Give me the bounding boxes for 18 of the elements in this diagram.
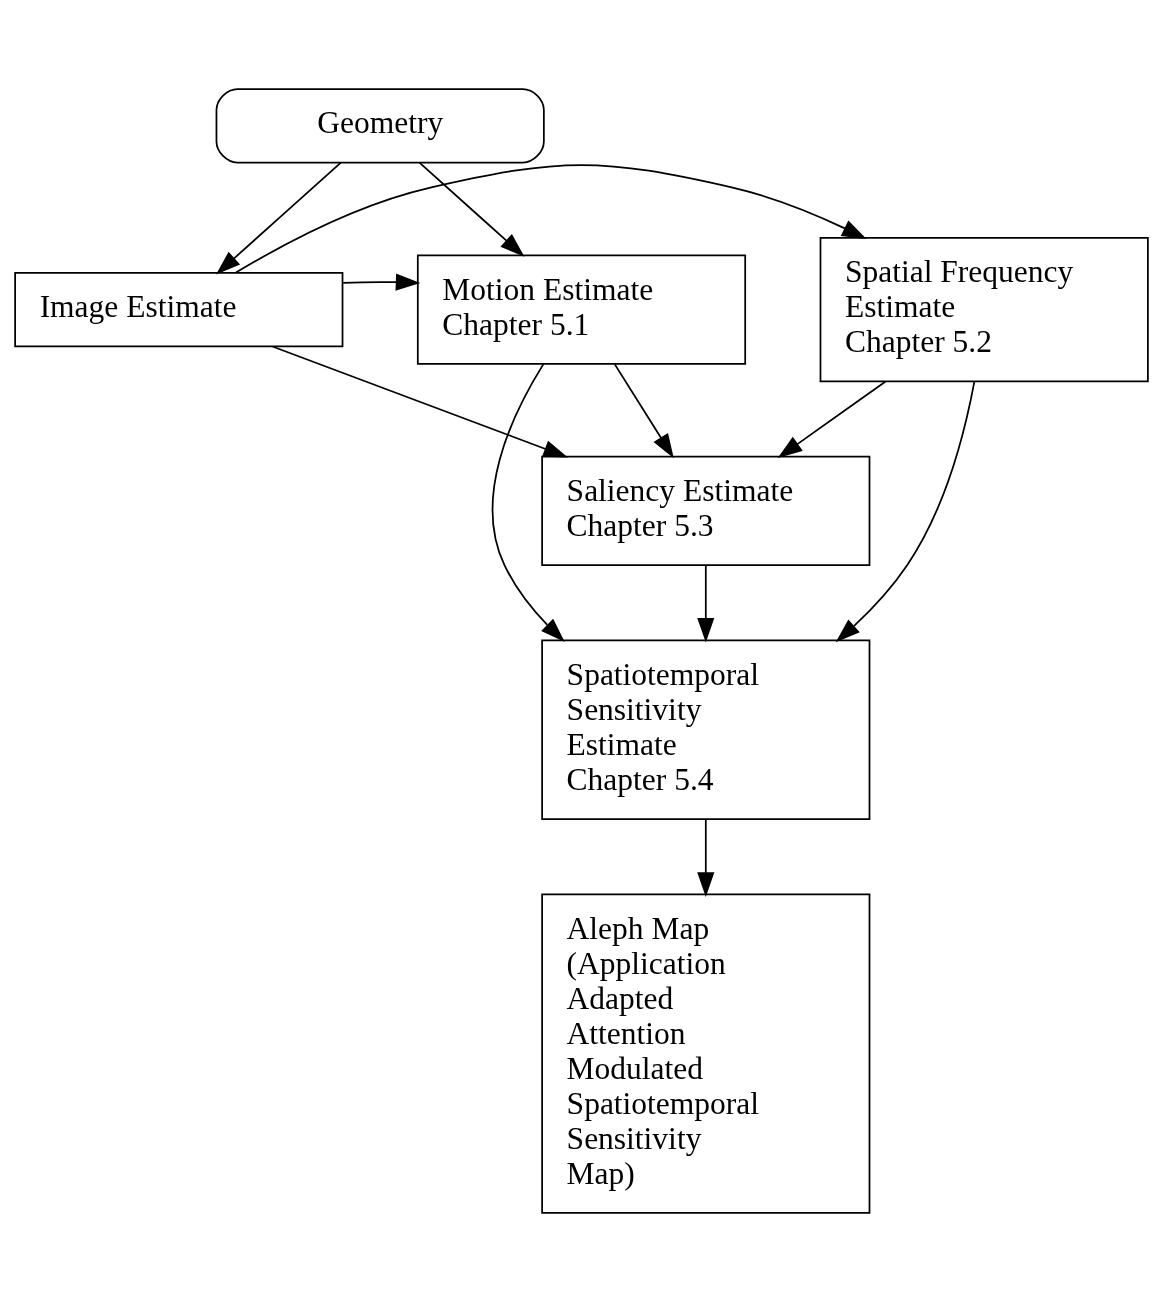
arrow (418, 161, 525, 257)
arrow (613, 363, 674, 459)
arrow (235, 164, 867, 274)
node-box: Geometry (215, 88, 545, 164)
arrow (835, 381, 976, 643)
arrow (271, 345, 568, 458)
node-box: Image Estimate (14, 271, 344, 348)
node-box: Motion Estimate Chapter 5.1 (416, 254, 747, 365)
node-box: Saliency Estimate Chapter 5.3 (541, 455, 871, 567)
arrow (216, 161, 342, 275)
arrow (697, 818, 715, 897)
arrow (342, 273, 421, 291)
node-box: Spatiotemporal Sensitivity Estimate Chapter 5.4 (541, 639, 871, 820)
arrow (491, 363, 565, 642)
node-box: Spatial Frequency Estimate Chapter 5.2 (819, 236, 1149, 383)
node-box: Aleph Map (Application Adapted Attention Modulated Spatiotemporal Sensitivity Map) (541, 893, 871, 1214)
arrow (697, 564, 715, 643)
arrow (777, 380, 887, 459)
